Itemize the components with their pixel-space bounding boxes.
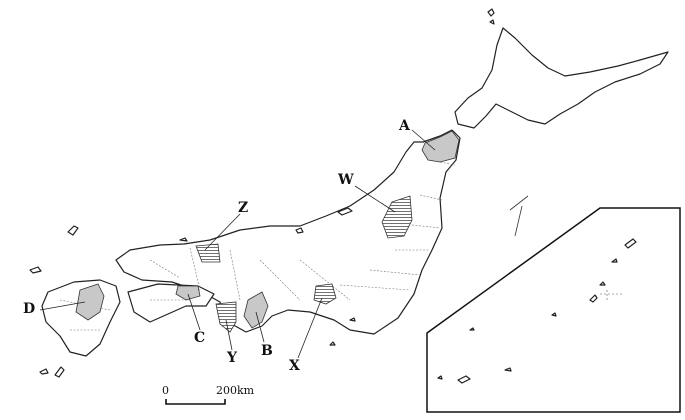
label-B: B <box>261 343 273 359</box>
region-D <box>75 283 105 321</box>
region-B <box>243 291 269 329</box>
label-X: X <box>289 358 300 374</box>
label-Y: Y <box>227 350 237 366</box>
scale-zero: 0 <box>162 384 169 397</box>
region-C <box>175 285 201 301</box>
region-W <box>381 195 413 239</box>
region-Y <box>215 301 237 333</box>
region-X <box>313 283 337 305</box>
label-A: A <box>399 118 410 134</box>
label-C: C <box>194 330 206 346</box>
scale-bar <box>165 399 226 405</box>
hokkaido <box>454 27 669 129</box>
region-A <box>421 130 460 163</box>
label-Z: Z <box>238 200 249 216</box>
label-D: D <box>23 301 36 317</box>
scale-max: 200km <box>216 384 255 397</box>
inset-frame <box>426 207 681 413</box>
label-W: W <box>338 172 354 188</box>
shikoku <box>127 283 215 323</box>
